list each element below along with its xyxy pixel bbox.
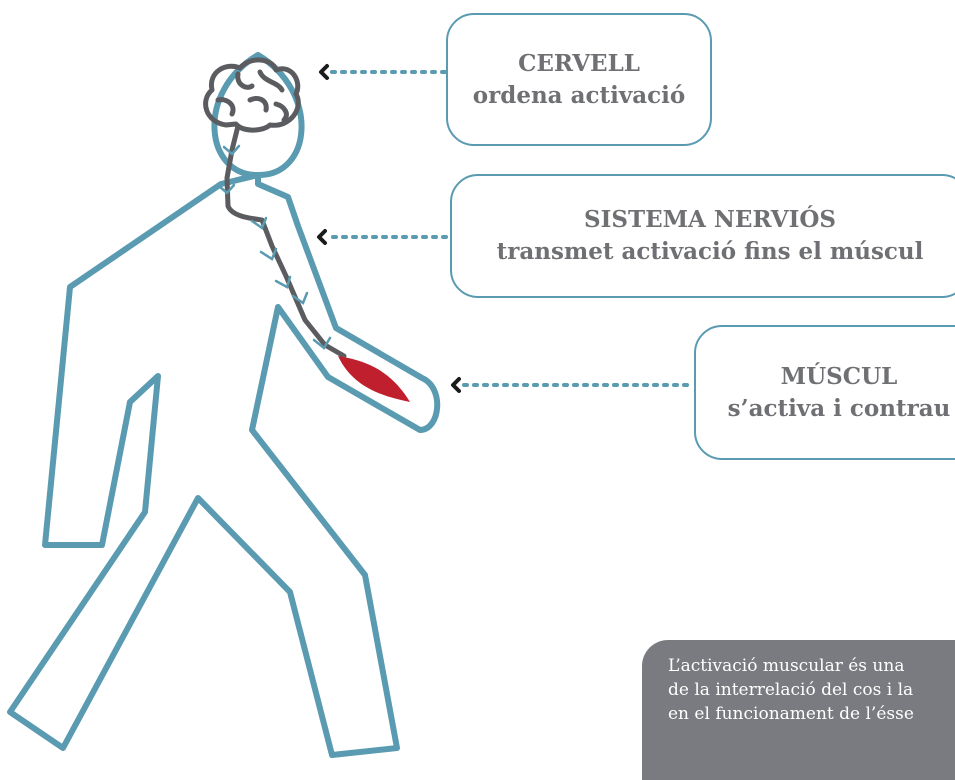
muscle-callout-subtitle: s’activa i contrau (728, 393, 951, 425)
muscle-callout-title: MÚSCUL (781, 361, 898, 393)
info-note-line: de la interrelació del cos i la (668, 678, 955, 702)
info-note-line: en el funcionament de l’ésse (668, 702, 955, 726)
nerves-callout: SISTEMA NERVIÓS transmet activació fins … (450, 174, 955, 298)
brain-callout: CERVELL ordena activació (446, 13, 712, 146)
info-note: L’activació muscular és una de la interr… (642, 640, 955, 780)
chevron-left-icon (321, 66, 327, 78)
connector-nerves (319, 231, 450, 243)
connector-muscle (453, 379, 694, 391)
connector-brain (321, 66, 446, 78)
chevron-left-icon (453, 379, 459, 391)
nerves-callout-subtitle: transmet activació fins el múscul (497, 236, 924, 268)
muscle-callout: MÚSCUL s’activa i contrau (694, 325, 955, 460)
info-note-line: L’activació muscular és una (668, 654, 955, 678)
chevron-left-icon (319, 231, 325, 243)
brain-callout-title: CERVELL (518, 48, 640, 80)
brain-callout-subtitle: ordena activació (473, 80, 685, 112)
nerves-callout-title: SISTEMA NERVIÓS (584, 204, 836, 236)
human-figure-outline (10, 55, 437, 755)
